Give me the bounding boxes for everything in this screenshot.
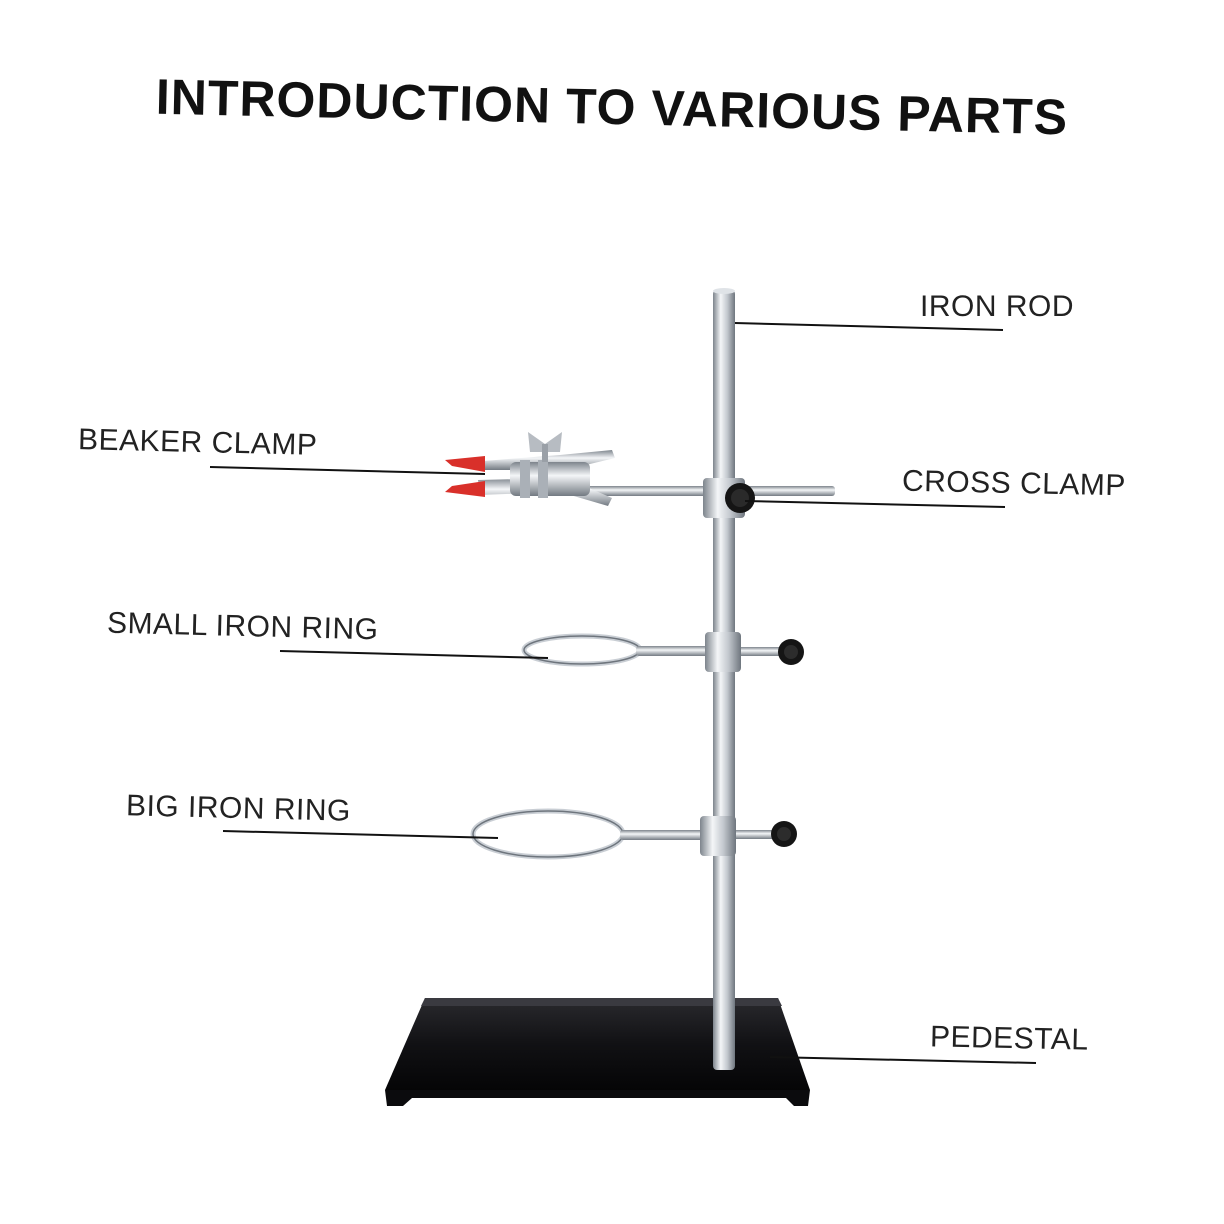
cross-clamp [703,478,755,518]
pedestal-leader [769,1056,1037,1064]
label-iron-rod: IRON ROD [920,290,1074,323]
iron-rod [713,288,735,1070]
beaker-clamp-leader [209,466,486,475]
cross-clamp-leader [744,500,1006,508]
small-iron-ring [521,632,804,672]
label-big-iron-ring: BIG IRON RING [125,789,352,828]
label-cross-clamp: CROSS CLAMP [901,464,1127,503]
small-iron-ring-leader [279,650,549,659]
big-iron-ring [470,808,797,860]
label-small-iron-ring: SMALL IRON RING [106,606,379,647]
label-beaker-clamp: BEAKER CLAMP [77,423,318,462]
beaker-clamp [445,432,835,506]
big-iron-ring-leader [222,830,499,839]
label-pedestal: PEDESTAL [929,1020,1089,1057]
iron-rod-leader [734,322,1004,331]
pedestal-base [385,998,810,1106]
